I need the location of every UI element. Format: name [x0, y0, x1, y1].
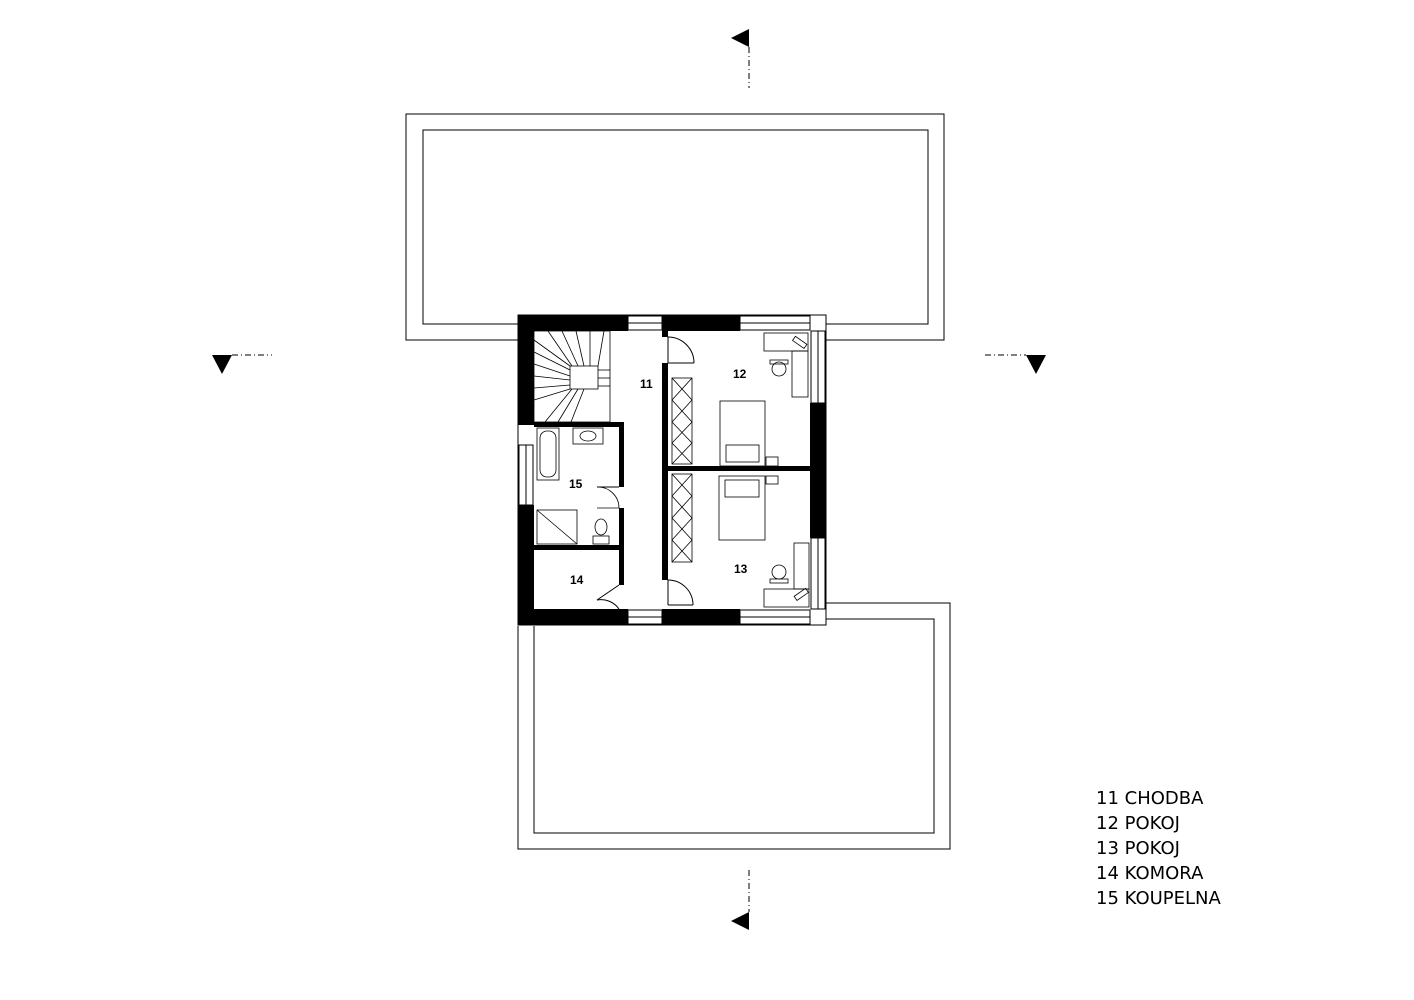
legend-item: 12 POKOJ — [1096, 813, 1180, 834]
room-number-14: 14 — [570, 573, 584, 587]
legend-item: 15 KOUPELNA — [1096, 888, 1221, 909]
room-number-11: 11 — [640, 377, 653, 391]
section-marker-north — [731, 29, 750, 88]
section-marker-east — [985, 354, 1046, 374]
legend-item: 11 CHODBA — [1096, 788, 1204, 809]
legend-item: 14 KOMORA — [1096, 863, 1204, 884]
room-legend: 11 CHODBA 12 POKOJ 13 POKOJ 14 KOMORA 15… — [1096, 786, 1221, 911]
terrace-south — [517, 602, 951, 850]
staircase — [533, 330, 611, 423]
bed-room-12 — [719, 400, 779, 467]
legend-item: 13 POKOJ — [1096, 838, 1180, 859]
section-marker-west — [212, 354, 272, 374]
wardrobes — [671, 377, 693, 563]
terrace-north — [405, 113, 945, 341]
room-number-13: 13 — [734, 562, 748, 576]
desk-room-13 — [763, 542, 810, 608]
doors — [596, 336, 695, 610]
windows — [518, 315, 826, 625]
section-marker-south — [731, 870, 750, 930]
desk-room-12 — [763, 332, 809, 398]
bathroom-fixtures — [536, 427, 610, 545]
exterior-walls — [518, 315, 826, 625]
room-number-15: 15 — [569, 477, 583, 491]
bed-room-13 — [718, 475, 779, 541]
interior-walls — [534, 331, 810, 585]
room-number-12: 12 — [733, 367, 747, 381]
